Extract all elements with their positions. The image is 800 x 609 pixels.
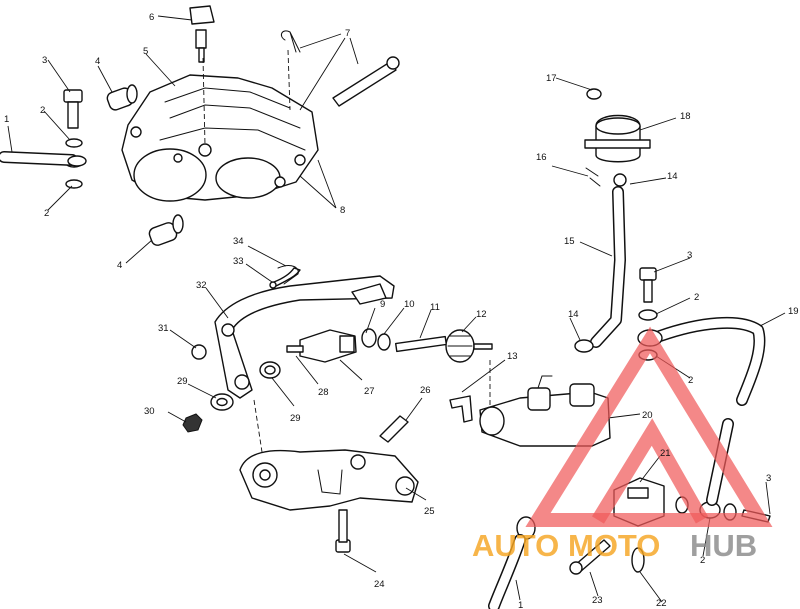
callout-label: 28 <box>318 387 329 398</box>
callout-label: 18 <box>680 111 691 122</box>
callout-label: 2 <box>40 105 45 116</box>
callout-label: 25 <box>424 506 435 517</box>
callout-label: 12 <box>476 309 487 320</box>
callout-label: 1 <box>4 114 9 125</box>
callout-label: 13 <box>507 351 518 362</box>
callout-labels: 1 1 2 2 2 2 2 3 3 3 4 4 5 6 7 8 9 10 11 … <box>4 12 799 609</box>
watermark-text-auto: AUTO <box>472 528 559 563</box>
callout-label: 4 <box>117 260 122 271</box>
brake-pedal-arm <box>214 267 395 399</box>
callout-label: 2 <box>688 375 693 386</box>
callout-label: 2 <box>700 555 705 566</box>
callout-label: 21 <box>660 448 671 459</box>
watermark-text-moto: MOTO <box>568 528 660 563</box>
reservoir-hose <box>574 186 626 353</box>
reservoir <box>584 88 651 187</box>
callout-label: 15 <box>564 236 575 247</box>
leader-lines <box>7 15 786 603</box>
callout-label: 34 <box>233 236 244 247</box>
mounting-bracket <box>239 449 419 511</box>
bolts <box>335 415 611 575</box>
callout-label: 26 <box>420 385 431 396</box>
left-hardware <box>0 84 184 246</box>
pushrod-assembly <box>286 328 493 363</box>
callout-label: 29 <box>290 413 301 424</box>
watermark-logo <box>525 326 773 527</box>
callout-label: 6 <box>149 12 154 23</box>
callout-label: 3 <box>766 473 771 484</box>
callout-label: 8 <box>340 205 345 216</box>
callout-label: 1 <box>518 600 523 609</box>
callout-label: 2 <box>44 208 49 219</box>
callout-label: 33 <box>233 256 244 267</box>
callout-label: 4 <box>95 56 100 67</box>
callout-label: 2 <box>694 292 699 303</box>
callout-label: 10 <box>404 299 415 310</box>
caliper-pins <box>280 30 400 107</box>
callout-label: 27 <box>364 386 375 397</box>
right-hardware <box>637 267 766 406</box>
watermark-text-hub: HUB <box>690 528 757 563</box>
master-cylinder <box>449 375 611 447</box>
callout-label: 23 <box>592 595 603 606</box>
watermark-text: AUTO MOTO HUB <box>472 528 757 563</box>
pedal-hardware <box>182 265 299 433</box>
callout-label: 20 <box>642 410 653 421</box>
callout-label: 17 <box>546 73 557 84</box>
callout-label: 30 <box>144 406 155 417</box>
callout-label: 32 <box>196 280 207 291</box>
callout-label: 7 <box>345 28 350 39</box>
callout-label: 24 <box>374 579 385 590</box>
callout-label: 14 <box>568 309 579 320</box>
callout-label: 11 <box>430 302 440 313</box>
callout-label: 19 <box>788 306 799 317</box>
callout-label: 31 <box>158 323 169 334</box>
callout-label: 16 <box>536 152 547 163</box>
brake-caliper <box>121 74 319 202</box>
dashed-reference-lines <box>202 49 491 453</box>
bleeder-valve <box>189 5 215 63</box>
callout-label: 29 <box>177 376 188 387</box>
callout-label: 3 <box>687 250 692 261</box>
callout-label: 5 <box>143 46 148 57</box>
callout-label: 9 <box>380 299 385 310</box>
callout-label: 14 <box>667 171 678 182</box>
callout-label: 22 <box>656 598 667 609</box>
callout-label: 3 <box>42 55 47 66</box>
